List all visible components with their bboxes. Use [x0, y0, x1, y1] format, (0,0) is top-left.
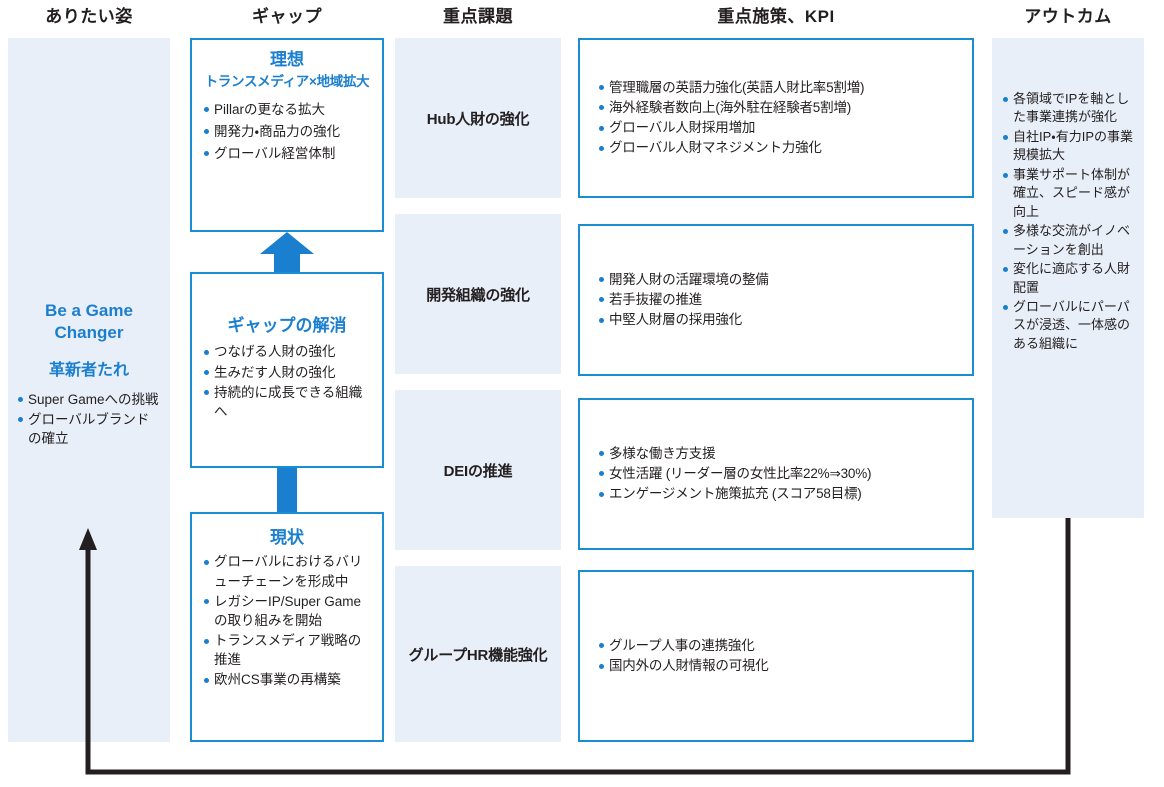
list-item: 持続的に成長できる組織へ — [203, 383, 371, 421]
list-item: 多様な働き方支援 — [598, 444, 954, 463]
issue-box-hub-talent: Hub人財の強化 — [395, 38, 561, 198]
kpi-box-dev-organization: 開発人財の活躍環境の整備 若手抜擢の推進 中堅人財層の採用強化 — [578, 224, 974, 376]
current-state-box: 現状 グローバルにおけるバリューチェーンを形成中 レガシーIP/Super Ga… — [190, 512, 384, 742]
list-item: トランスメディア戦略の推進 — [203, 631, 371, 669]
list-item: 女性活躍 (リーダー層の女性比率22%⇒30%) — [598, 464, 954, 483]
feedback-loop-arrow-icon — [79, 518, 1071, 775]
vision-content: Be a Game Changer 革新者たれ Super Gameへの挑戦 グ… — [8, 300, 170, 449]
kpi-content: 管理職層の英語力強化(英語人財比率5割増) 海外経験者数向上(海外駐在経験者5割… — [580, 40, 972, 196]
list-item: 事業サポート体制が確立、スピード感が向上 — [1002, 166, 1134, 221]
list-item: 開発力・商品力の強化 — [203, 122, 371, 141]
kpi-bullet-list: 開発人財の活躍環境の整備 若手抜擢の推進 中堅人財層の採用強化 — [598, 270, 954, 330]
column-header-vision: ありたい姿 — [45, 7, 133, 26]
vision-tagline-en: Be a Game Changer — [17, 300, 161, 345]
current-state-bullet-list: グローバルにおけるバリューチェーンを形成中 レガシーIP/Super Gameの… — [203, 552, 371, 689]
gap-resolution-content: ギャップの解消 つなげる人財の強化 生みだす人財の強化 持続的に成長できる組織へ — [192, 274, 382, 466]
list-item: 中堅人財層の採用強化 — [598, 310, 954, 329]
list-item: 各領域でIPを軸とした事業連携が強化 — [1002, 90, 1134, 127]
list-item: エンゲージメント施策拡充 (スコア58目標) — [598, 484, 954, 503]
kpi-box-hub-talent: 管理職層の英語力強化(英語人財比率5割増) 海外経験者数向上(海外駐在経験者5割… — [578, 38, 974, 198]
outcome-content: 各領域でIPを軸とした事業連携が強化 自社IP・有力IPの事業規模拡大 事業サポ… — [992, 38, 1144, 353]
ideal-state-title: 理想 — [270, 50, 304, 69]
list-item: 管理職層の英語力強化(英語人財比率5割増) — [598, 78, 954, 97]
vision-tagline-en-line2: Changer — [54, 323, 124, 343]
kpi-bullet-list: グループ人事の連携強化 国内外の人財情報の可視化 — [598, 636, 954, 676]
kpi-box-dei: 多様な働き方支援 女性活躍 (リーダー層の女性比率22%⇒30%) エンゲージメ… — [578, 398, 974, 550]
issue-box-dei: DEIの推進 — [395, 390, 561, 550]
list-item: グローバル経営体制 — [203, 144, 371, 163]
list-item: レガシーIP/Super Gameの取り組みを開始 — [203, 592, 371, 630]
list-item: 自社IP・有力IPの事業規模拡大 — [1002, 128, 1134, 165]
list-item: 変化に適応する人財配置 — [1002, 260, 1134, 297]
current-state-content: 現状 グローバルにおけるバリューチェーンを形成中 レガシーIP/Super Ga… — [192, 514, 382, 740]
list-item: グループ人事の連携強化 — [598, 636, 954, 655]
current-state-title: 現状 — [270, 528, 304, 547]
list-item: グローバルにおけるバリューチェーンを形成中 — [203, 552, 371, 590]
column-header-kpi: 重点施策、KPI — [717, 7, 835, 26]
kpi-box-group-hr: グループ人事の連携強化 国内外の人財情報の可視化 — [578, 570, 974, 742]
list-item: 生みだす人財の強化 — [203, 363, 371, 382]
upward-arrow-icon — [260, 232, 314, 272]
list-item: グローバル人財採用増加 — [598, 118, 954, 137]
vertical-connector-bar — [277, 468, 297, 512]
list-item: 多様な交流がイノベーションを創出 — [1002, 222, 1134, 259]
column-header-issue: 重点課題 — [443, 7, 513, 26]
list-item: 開発人財の活躍環境の整備 — [598, 270, 954, 289]
list-item: グローバルブランドの確立 — [17, 410, 161, 448]
list-item: グローバル人財マネジメント力強化 — [598, 138, 954, 157]
ideal-state-box: 理想 トランスメディア×地域拡大 Pillarの更なる拡大 開発力・商品力の強化… — [190, 38, 384, 232]
list-item: Pillarの更なる拡大 — [203, 100, 371, 119]
gap-resolution-title: ギャップの解消 — [227, 316, 347, 335]
ideal-state-content: 理想 トランスメディア×地域拡大 Pillarの更なる拡大 開発力・商品力の強化… — [192, 40, 382, 230]
list-item: 海外経験者数向上(海外駐在経験者5割増) — [598, 98, 954, 117]
kpi-content: 開発人財の活躍環境の整備 若手抜擢の推進 中堅人財層の採用強化 — [580, 226, 972, 374]
kpi-content: 多様な働き方支援 女性活躍 (リーダー層の女性比率22%⇒30%) エンゲージメ… — [580, 400, 972, 548]
vision-tagline-ja: 革新者たれ — [48, 361, 129, 379]
ideal-state-bullet-list: Pillarの更なる拡大 開発力・商品力の強化 グローバル経営体制 — [203, 100, 371, 163]
list-item: 国内外の人財情報の可視化 — [598, 656, 954, 675]
kpi-bullet-list: 多様な働き方支援 女性活躍 (リーダー層の女性比率22%⇒30%) エンゲージメ… — [598, 444, 954, 504]
vision-tagline-en-line1: Be a Game — [45, 301, 133, 320]
column-header-outcome: アウトカム — [1024, 7, 1112, 26]
list-item: Super Gameへの挑戦 — [17, 390, 161, 409]
ideal-state-subtitle: トランスメディア×地域拡大 — [204, 74, 370, 90]
gap-resolution-box: ギャップの解消 つなげる人財の強化 生みだす人財の強化 持続的に成長できる組織へ — [190, 272, 384, 468]
gap-resolution-bullet-list: つなげる人財の強化 生みだす人財の強化 持続的に成長できる組織へ — [203, 342, 371, 421]
issue-box-group-hr: グループHR機能強化 — [395, 566, 561, 742]
vision-bullet-list: Super Gameへの挑戦 グローバルブランドの確立 — [17, 390, 161, 448]
kpi-content: グループ人事の連携強化 国内外の人財情報の可視化 — [580, 572, 972, 740]
column-header-gap: ギャップ — [252, 7, 322, 26]
list-item: つなげる人財の強化 — [203, 342, 371, 361]
kpi-bullet-list: 管理職層の英語力強化(英語人財比率5割増) 海外経験者数向上(海外駐在経験者5割… — [598, 78, 954, 159]
outcome-bullet-list: 各領域でIPを軸とした事業連携が強化 自社IP・有力IPの事業規模拡大 事業サポ… — [1002, 90, 1134, 353]
list-item: グローバルにパーパスが浸透、一体感のある組織に — [1002, 298, 1134, 353]
outcome-panel: 各領域でIPを軸とした事業連携が強化 自社IP・有力IPの事業規模拡大 事業サポ… — [992, 38, 1144, 518]
issue-box-dev-organization: 開発組織の強化 — [395, 214, 561, 374]
list-item: 欧州CS事業の再構築 — [203, 670, 371, 689]
list-item: 若手抜擢の推進 — [598, 290, 954, 309]
